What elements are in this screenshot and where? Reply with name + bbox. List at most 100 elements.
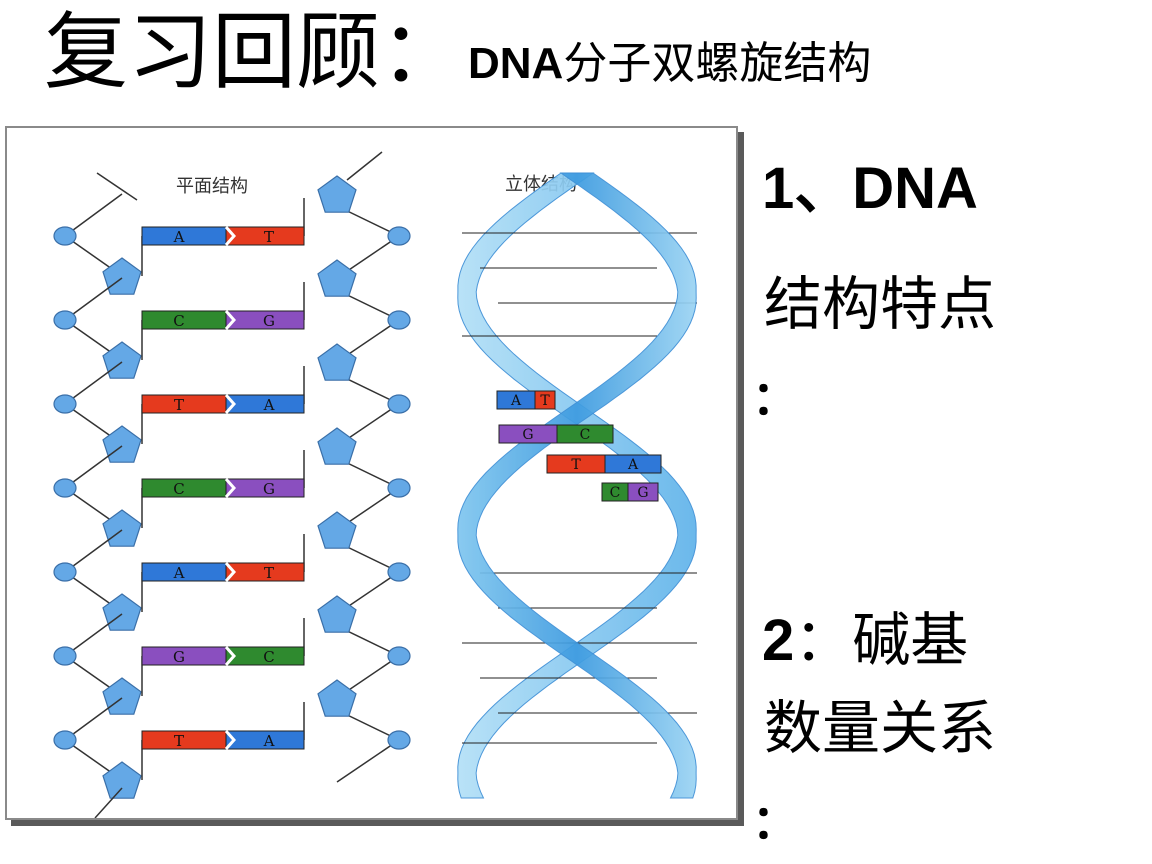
sugar-right (317, 259, 357, 297)
sugar-right (317, 343, 357, 381)
sugar-left (102, 425, 142, 463)
point-1-number: 1、DNA (762, 156, 978, 221)
base-letter: A (263, 732, 275, 750)
sugar-left (102, 761, 142, 799)
strand-line (64, 277, 123, 321)
sugar-left (102, 593, 142, 631)
pair-join (224, 646, 237, 666)
phosphate-right (387, 226, 411, 246)
base-letter: T (174, 396, 184, 414)
base-T (534, 390, 556, 410)
point-1-heading: 1、DNA (762, 156, 978, 221)
base-letter: C (610, 485, 621, 501)
base-letter: C (173, 480, 184, 498)
pair-join (224, 478, 237, 498)
strand-line (346, 151, 383, 181)
sugar-right (317, 175, 357, 213)
strand-line (64, 445, 123, 489)
point-2-text: 数量关系 (764, 694, 997, 762)
base-letter: A (263, 396, 275, 414)
phosphate-left (53, 646, 77, 666)
base-letter: T (174, 732, 184, 750)
helix-strand-front (457, 172, 697, 799)
base-letter: A (173, 564, 185, 582)
flat-structure-label: 平面结构 (176, 176, 248, 197)
base-A (225, 730, 305, 750)
sugar-left (102, 509, 142, 547)
subtitle-dna: DNA (468, 39, 564, 88)
base-letter: G (522, 427, 533, 443)
base-A (225, 394, 305, 414)
phosphate-right (387, 394, 411, 414)
phosphate-left (53, 478, 77, 498)
base-letter: A (510, 393, 522, 409)
base-letter: C (173, 312, 184, 330)
strand-line (64, 529, 123, 573)
base-T (225, 562, 305, 582)
base-G (225, 478, 305, 498)
pair-join (224, 310, 237, 330)
strand-line (64, 697, 123, 741)
base-letter: T (264, 564, 274, 582)
phosphate-right (387, 310, 411, 330)
phosphate-left (53, 226, 77, 246)
phosphate-right (387, 562, 411, 582)
base-letter: G (637, 485, 648, 501)
base-letter: G (263, 480, 275, 498)
point-2-colon: ： (752, 795, 798, 849)
pair-join (224, 394, 237, 414)
base-T (225, 226, 305, 246)
base-letter: T (571, 457, 581, 473)
strand-line (64, 613, 123, 657)
helix-strand-back (457, 172, 697, 799)
strand-line (94, 787, 123, 818)
base-C (556, 424, 614, 444)
base-letter: G (173, 648, 185, 666)
phosphate-right (387, 646, 411, 666)
base-G (627, 482, 659, 502)
strand-line (336, 739, 400, 783)
sugar-left (102, 341, 142, 379)
point-2-label: ：碱基 (794, 606, 969, 674)
point-1-colon: ： (752, 371, 798, 425)
phosphate-right (387, 478, 411, 498)
slide-title: 复习回顾： (44, 3, 465, 101)
phosphate-left (53, 394, 77, 414)
base-letter: C (263, 648, 274, 666)
phosphate-left (53, 562, 77, 582)
phosphate-right (387, 730, 411, 750)
sugar-left (102, 677, 142, 715)
base-letter: T (540, 393, 550, 409)
pair-join (224, 562, 237, 582)
sugar-right (317, 511, 357, 549)
phosphate-left (53, 310, 77, 330)
sugar-right (317, 427, 357, 465)
point-1-text: 结构特点 (764, 270, 997, 338)
sugar-right (317, 595, 357, 633)
sugar-left (102, 257, 142, 295)
pair-join (224, 226, 237, 246)
base-A (604, 454, 662, 474)
sugar-right (317, 679, 357, 717)
slide-subtitle: DNA分子双螺旋结构 (468, 34, 871, 94)
subtitle-rest: 分子双螺旋结构 (563, 38, 872, 89)
point-2-heading: 2：碱基 (762, 608, 968, 673)
strand-line (64, 193, 123, 237)
base-C (225, 646, 305, 666)
base-letter: C (580, 427, 591, 443)
point-2-number: 2 (762, 608, 795, 673)
strand-line (64, 361, 123, 405)
base-letter: A (173, 228, 185, 246)
base-G (225, 310, 305, 330)
phosphate-left (53, 730, 77, 750)
pair-join (224, 730, 237, 750)
